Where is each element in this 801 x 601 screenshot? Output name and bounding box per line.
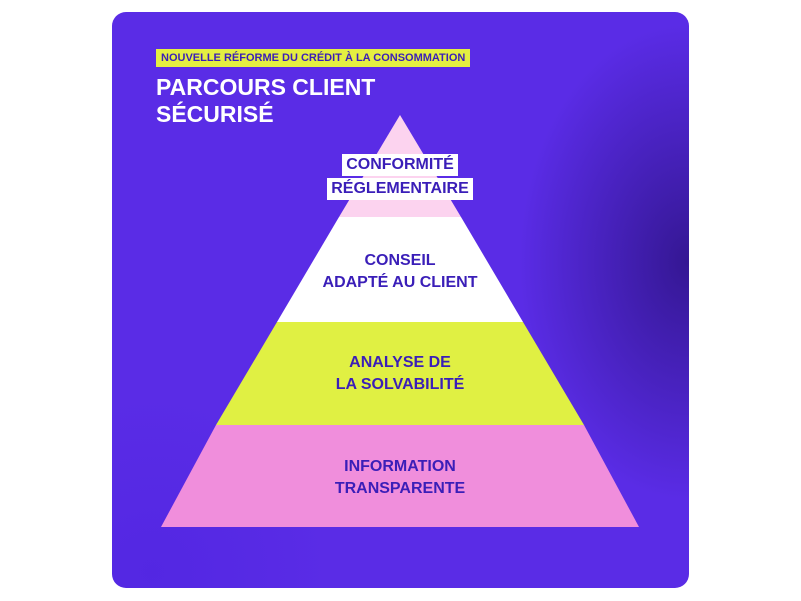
- diagram-card: NOUVELLE RÉFORME DU CRÉDIT À LA CONSOMMA…: [112, 12, 689, 588]
- tier-label-line: LA SOLVABILITÉ: [335, 376, 465, 393]
- tier-label-line: TRANSPARENTE: [334, 480, 466, 497]
- pyramid-tier-conseil: [277, 217, 523, 322]
- pyramid-tier-information: [161, 425, 639, 527]
- tier-label-line: ADAPTÉ AU CLIENT: [322, 274, 478, 291]
- tier-label-analyse: ANALYSE DE LA SOLVABILITÉ: [250, 352, 550, 396]
- pyramid-diagram: [161, 115, 639, 527]
- tier-label-line: INFORMATION: [344, 458, 456, 475]
- tier-label-information: INFORMATION TRANSPARENTE: [250, 456, 550, 500]
- tier-label-conformite: CONFORMITÉ RÉGLEMENTAIRE: [250, 153, 550, 201]
- pyramid-tier-analyse: [216, 322, 584, 425]
- tier-label-line: CONSEIL: [364, 252, 436, 269]
- tier-label-line: ANALYSE DE: [349, 354, 451, 371]
- tier-label-line: CONFORMITÉ: [342, 154, 458, 176]
- tier-label-conseil: CONSEIL ADAPTÉ AU CLIENT: [250, 250, 550, 294]
- tier-label-line: RÉGLEMENTAIRE: [327, 178, 473, 200]
- title-line-1: PARCOURS CLIENT: [156, 74, 376, 100]
- page-title: PARCOURS CLIENT SÉCURISÉ: [156, 74, 375, 128]
- reform-badge: NOUVELLE RÉFORME DU CRÉDIT À LA CONSOMMA…: [156, 49, 471, 67]
- title-line-2: SÉCURISÉ: [156, 101, 274, 127]
